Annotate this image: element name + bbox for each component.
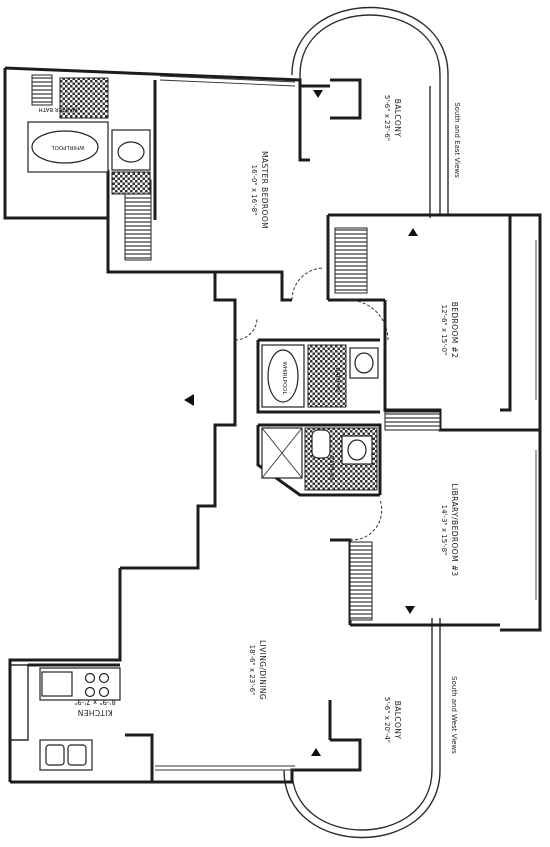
bath-3 [261, 427, 378, 491]
view-arrow-icon [311, 748, 321, 756]
interior-walls [28, 80, 500, 782]
entry-arrow-icon [184, 394, 194, 406]
balcony-south-name: BALCONY [393, 701, 402, 740]
whirlpool-bath2-label: WHIRLPOOL [281, 361, 287, 395]
balcony-north-name: BALCONY [393, 99, 402, 138]
balcony-north-dims: 5'-6" x 23'-6" [383, 95, 391, 141]
kitchen-name: KITCHEN [77, 708, 112, 717]
doors [234, 267, 389, 541]
exterior-walls [3, 66, 542, 784]
balcony-north [291, 6, 449, 218]
bath2-name: BATH #2 [334, 368, 340, 392]
balcony-north-view: South and East Views [453, 102, 461, 178]
living-name: LIVING/DINING [258, 640, 267, 700]
view-arrow-icon [313, 90, 323, 98]
arrows [184, 90, 418, 756]
bath3-name: BATH #3 [328, 456, 334, 481]
bedroom2-name: BEDROOM #2 [450, 302, 459, 359]
labels: MASTER BEDROOM 16'-0" x 16'-8" MASTER BA… [38, 95, 461, 754]
balcony-south-view: South and West Views [450, 676, 458, 754]
living-dims: 18'-6" x 23'-6" [248, 645, 256, 696]
master-bath-name: MASTER BATH [38, 106, 77, 112]
view-arrow-icon [405, 606, 415, 614]
bedroom2-dims: 12'-6" x 15'-0" [440, 305, 448, 356]
kitchen-dims: 8'-9" x 7'-9" [74, 698, 116, 706]
library-name: LIBRARY/BEDROOM #3 [450, 483, 459, 576]
library-dims: 14'-3" x 15'-8" [440, 505, 448, 556]
bath-2 [261, 344, 379, 408]
balcony-south-dims: 5'-6" x 20'-4" [383, 697, 391, 743]
view-arrow-icon [408, 228, 418, 236]
balcony-south [283, 618, 441, 839]
kitchen-fixtures [39, 667, 121, 771]
master-bath [27, 77, 151, 195]
whirlpool-master-label: WHIRLPOOL [51, 144, 85, 150]
windows [155, 75, 537, 771]
master-bedroom-name: MASTER BEDROOM [260, 151, 269, 229]
master-bedroom-dims: 16'-0" x 16'-8" [250, 165, 258, 216]
